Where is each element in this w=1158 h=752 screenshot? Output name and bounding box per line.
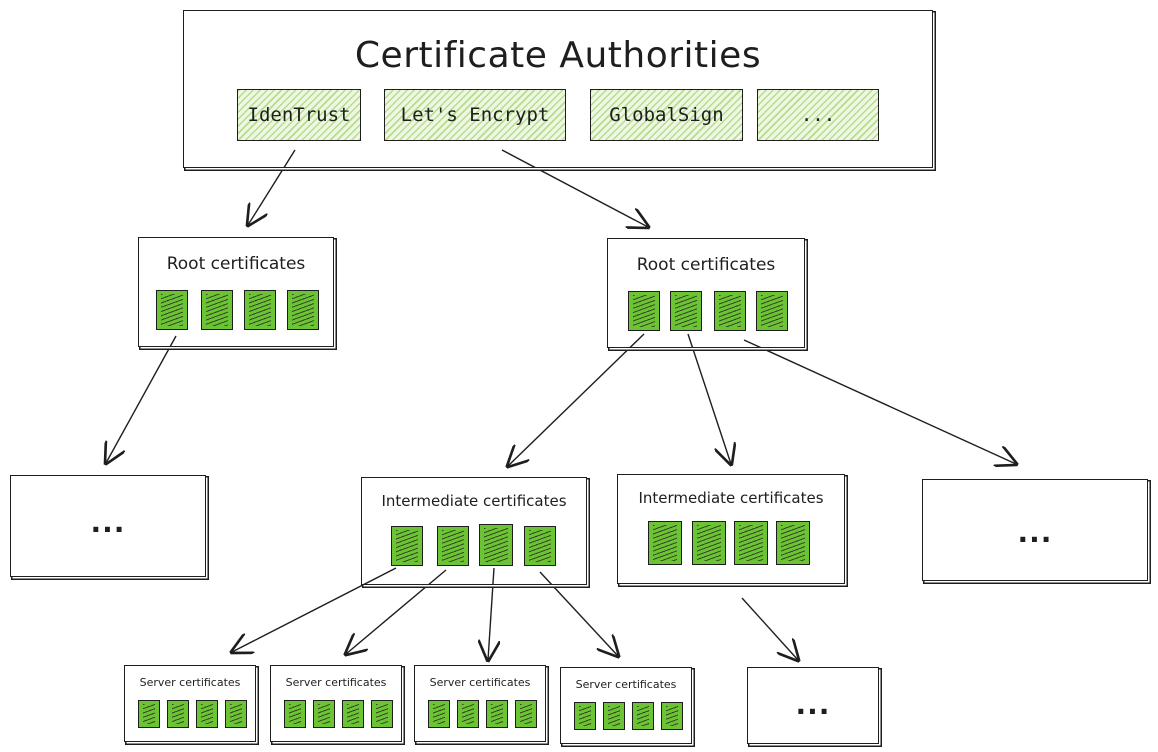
arrow-intermediate-to-server-1 (232, 567, 397, 652)
server-label: Server certificates (575, 678, 677, 691)
intermediate-certificates-1: Intermediate certificates (361, 477, 587, 585)
ca-more[interactable]: ... (757, 89, 879, 141)
ellipsis-box-right: ... (922, 479, 1148, 581)
intermediate-label-1: Intermediate certificates (381, 492, 567, 510)
cert-icon (714, 291, 746, 331)
cert-icon (661, 702, 683, 730)
ca-identrust[interactable]: IdenTrust (237, 89, 361, 141)
ellipsis-text: ... (90, 506, 126, 539)
certificate-authorities-box: Certificate Authorities (183, 10, 933, 168)
cert-icon (138, 700, 160, 728)
cert-icon (692, 521, 726, 565)
cert-icon (524, 526, 556, 566)
cert-icon (428, 700, 450, 728)
cert-icon (603, 702, 625, 730)
cert-icon (342, 700, 364, 728)
arrow-root-right-to-intermediate-2 (687, 333, 731, 464)
arrow-root-left-to-ellipsis (106, 335, 177, 463)
server-label: Server certificates (139, 676, 241, 689)
cert-icon (156, 290, 188, 330)
ellipsis-text: ... (795, 688, 831, 721)
cert-icon (167, 700, 189, 728)
cert-icon (756, 291, 788, 331)
ellipsis-text: ... (1017, 516, 1053, 549)
cert-icon (391, 526, 423, 566)
server-certificates-1: Server certificates (124, 665, 256, 742)
cert-icon (371, 700, 393, 728)
cert-icon (244, 290, 276, 330)
ellipsis-box-bottom: ... (747, 667, 879, 744)
intermediate-label-2: Intermediate certificates (638, 489, 824, 507)
arrow-intermediate-2-to-ellipsis (741, 597, 798, 660)
cert-icon (479, 524, 513, 566)
server-label: Server certificates (429, 676, 531, 689)
intermediate-certificates-2: Intermediate certificates (617, 474, 845, 584)
arrow-identrust-to-root (248, 149, 296, 225)
root-label-left: Root certificates (166, 254, 306, 274)
cert-icon (196, 700, 218, 728)
cert-icon (574, 702, 596, 730)
root-certificates-left: Root certificates (138, 237, 334, 347)
cert-icon (648, 521, 682, 565)
arrow-root-right-to-intermediate-1 (508, 333, 645, 466)
cert-icon (515, 700, 537, 728)
root-certificates-right: Root certificates (607, 238, 805, 348)
cert-icon (287, 290, 319, 330)
cert-icon (486, 700, 508, 728)
cert-icon (284, 700, 306, 728)
ellipsis-box-left: ... (10, 475, 206, 577)
cert-icon (457, 700, 479, 728)
server-certificates-4: Server certificates (560, 667, 692, 744)
ca-lets-encrypt[interactable]: Let's Encrypt (384, 89, 566, 141)
cert-icon (776, 521, 810, 565)
server-certificates-2: Server certificates (270, 665, 402, 742)
arrow-letsencrypt-to-root (501, 149, 648, 227)
cert-icon (632, 702, 654, 730)
cert-icon (734, 521, 768, 565)
cert-icon (670, 291, 702, 331)
arrow-intermediate-to-server-4 (539, 571, 618, 656)
server-certificates-3: Server certificates (414, 665, 546, 742)
cert-icon (628, 291, 660, 331)
arrow-root-right-to-ellipsis (743, 339, 1016, 464)
root-label-right: Root certificates (636, 255, 776, 275)
cert-icon (313, 700, 335, 728)
cert-icon (201, 290, 233, 330)
cert-icon (437, 526, 469, 566)
server-label: Server certificates (285, 676, 387, 689)
cert-icon (225, 700, 247, 728)
ca-globalsign[interactable]: GlobalSign (590, 89, 743, 141)
ca-title: Certificate Authorities (354, 35, 762, 76)
arrow-intermediate-to-server-3 (488, 567, 494, 660)
